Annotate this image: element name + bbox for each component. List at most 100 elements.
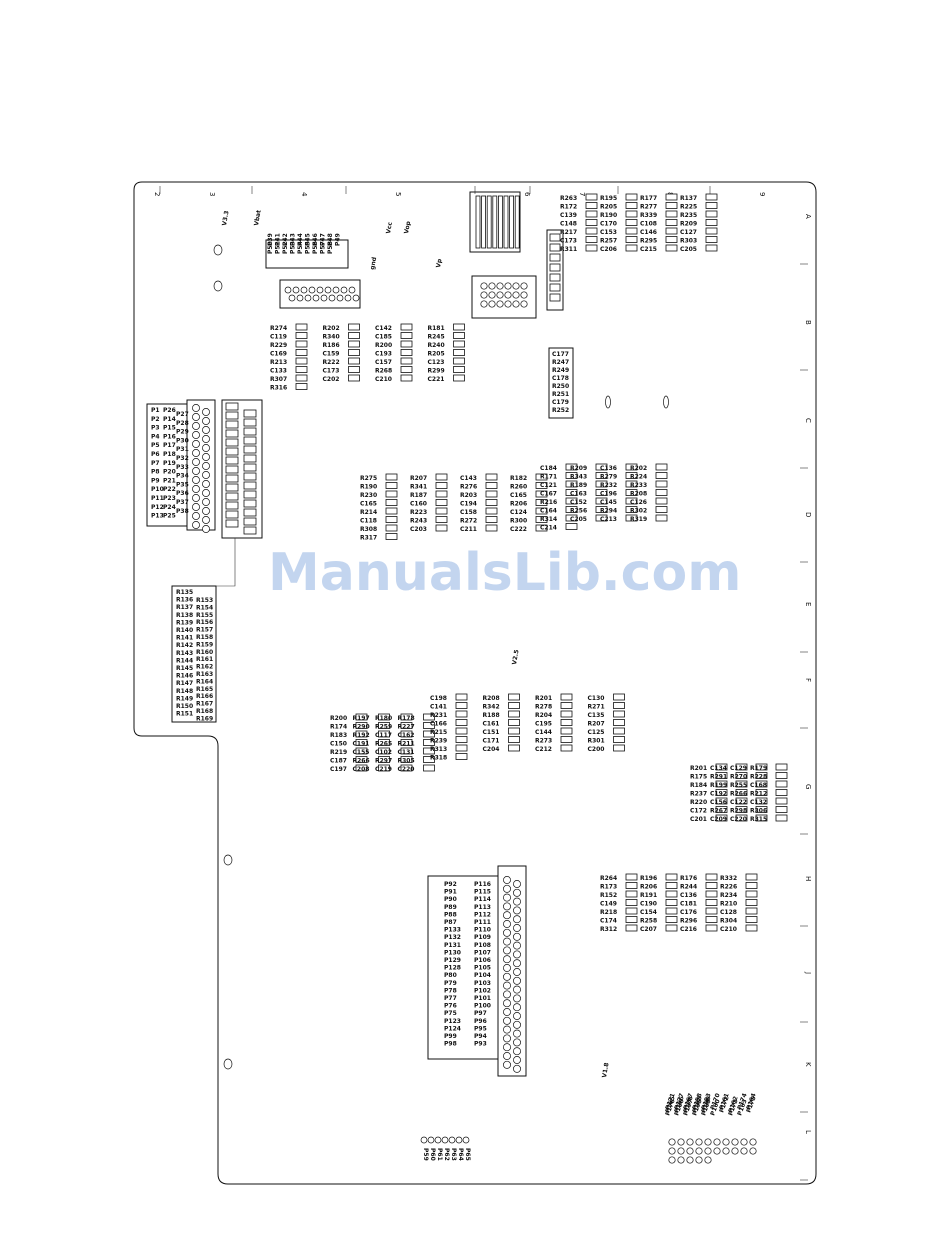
component-label: R260 [510, 484, 527, 491]
component-body [485, 524, 498, 532]
connector-pad [192, 440, 200, 448]
resistor-pad [243, 472, 257, 481]
pin-label: P2 [151, 416, 160, 423]
component-label: C202 [323, 376, 340, 383]
component-body [705, 924, 718, 932]
connector-pad [288, 294, 296, 302]
component-label: R259 [375, 724, 392, 731]
component-body [560, 736, 573, 743]
component-body [705, 916, 718, 923]
component-label: R152 [600, 892, 617, 899]
resistor-pad [243, 409, 257, 418]
component-body [423, 730, 435, 738]
connector-pad [503, 981, 511, 990]
component-label: R294 [600, 508, 617, 515]
grid-row-label: D [804, 512, 812, 517]
connector-pad [503, 902, 511, 911]
component-body [585, 236, 598, 243]
connector-pad [503, 1060, 511, 1069]
component-label: C204 [483, 746, 500, 753]
component-body [625, 506, 638, 513]
pin-label: P100 [474, 1003, 491, 1010]
grid-row-label: C [804, 418, 812, 423]
watermark: ManualsLib.com [268, 543, 741, 603]
component-label: R229 [270, 342, 287, 349]
resistor-label: R136 [176, 597, 193, 604]
resistor-label: R150 [176, 703, 193, 710]
component-body [745, 916, 758, 923]
component-body [455, 702, 468, 709]
component-label: R175 [690, 774, 707, 781]
pin-label: P23 [163, 495, 176, 502]
component-body [560, 702, 573, 709]
resistor-pad [243, 481, 257, 490]
pin-strip [475, 195, 481, 249]
component-label: R318 [430, 755, 447, 762]
component-body [655, 480, 668, 488]
component-body [625, 244, 638, 252]
pin-label: P16 [163, 433, 176, 440]
pin-label: P99 [444, 1033, 457, 1040]
component-label: C211 [460, 526, 477, 533]
component-body [400, 374, 413, 382]
component-label: R272 [460, 518, 477, 525]
resistor-pad [243, 490, 257, 499]
connector-pad [513, 1047, 521, 1056]
pin-label: P60 [429, 1148, 436, 1161]
pin-label: P91 [444, 889, 457, 896]
connector-pad [504, 291, 512, 299]
component-body [613, 727, 625, 735]
component-body [755, 789, 768, 796]
test-pad [713, 1138, 721, 1146]
component-label: R184 [690, 782, 707, 789]
pin-label: P42 [282, 233, 289, 246]
component-body [400, 739, 413, 746]
component-label: C148 [560, 221, 577, 228]
component-body [535, 490, 548, 498]
pin-label: P131 [444, 942, 461, 949]
resistor-pad [225, 420, 239, 429]
component-body [625, 899, 638, 906]
component-body [625, 202, 638, 209]
component-label: R207 [410, 475, 427, 482]
component-label: R311 [560, 246, 577, 253]
pin-label: P129 [444, 957, 461, 964]
connector-pad [513, 1056, 521, 1064]
component-label: C172 [690, 808, 707, 815]
component-label: C134 [710, 765, 727, 772]
resistor-pad [225, 501, 239, 510]
component-body [348, 374, 360, 382]
pin-label: P123 [444, 1018, 461, 1025]
connector-pad [496, 300, 504, 308]
resistor-label: R252 [552, 407, 569, 414]
component-body [560, 693, 573, 701]
component-body [295, 349, 308, 356]
component-body [625, 497, 638, 505]
component-label: R200 [330, 715, 347, 722]
connector-pad [202, 426, 210, 434]
component-body [535, 516, 548, 523]
power-label: Vbat [253, 209, 263, 226]
grid-column-label: 5 [394, 192, 402, 196]
component-body [423, 756, 435, 763]
component-body [715, 814, 728, 822]
component-body [705, 236, 718, 243]
component-body [423, 747, 435, 755]
component-label: C155 [353, 749, 370, 756]
component-label: R187 [410, 492, 427, 499]
component-body [295, 366, 308, 373]
pin-label: P20 [163, 469, 176, 476]
connector-pad [462, 1136, 470, 1144]
connector-pad [513, 915, 521, 924]
component-body [665, 210, 678, 218]
component-body [565, 523, 578, 530]
component-label: R316 [270, 385, 287, 392]
resistor-label: R153 [196, 597, 213, 604]
component-label: C171 [483, 738, 500, 745]
component-body [455, 753, 468, 760]
pin-strip [514, 195, 520, 249]
component-label: R235 [680, 212, 697, 219]
pin-label: P31 [176, 446, 189, 453]
component-label: R307 [270, 376, 287, 383]
resistor-label: R144 [176, 657, 193, 664]
